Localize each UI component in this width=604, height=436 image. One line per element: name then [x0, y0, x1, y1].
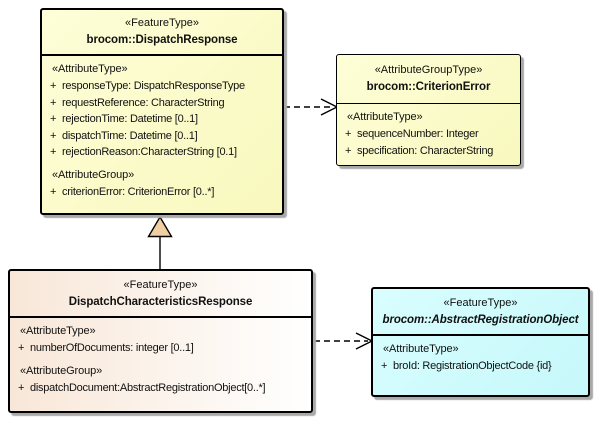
class-criterion-error[interactable]: «AttributeGroupType» brocom::CriterionEr… — [336, 54, 521, 166]
attribute-text: specification: CharacterString — [357, 144, 494, 157]
visibility-marker: + — [18, 342, 25, 354]
visibility-marker: + — [50, 96, 57, 109]
attribute-row[interactable]: + dispatchTime: Datetime [0..1] — [46, 128, 278, 145]
attribute-row[interactable]: + responseType: DispatchResponseType — [46, 78, 278, 95]
class-header: «AttributeGroupType» brocom::CriterionEr… — [337, 55, 520, 104]
compartment-stereotype: «AttributeType» — [52, 63, 128, 75]
attribute-text: broId: RegistrationObjectCode {id} — [393, 360, 552, 372]
attributes-compartment: «AttributeType» + broId: RegistrationObj… — [373, 336, 588, 379]
attribute-text: dispatchDocument:AbstractRegistrationObj… — [30, 381, 266, 394]
attribute-text: rejectionReason:CharacterString [0.1] — [62, 146, 237, 158]
generalization-dispatchcharacteristics-dispatchresponse[interactable] — [147, 215, 173, 269]
attribute-text: numberOfDocuments: integer [0..1] — [30, 342, 194, 354]
attribute-text: rejectionTime: Datetime [0..1] — [62, 113, 198, 125]
visibility-marker: + — [50, 185, 57, 198]
compartment-stereotype: «AttributeGroup» — [20, 364, 103, 377]
attribute-text: criterionError: CriterionError [0..*] — [62, 185, 215, 198]
attribute-row[interactable]: + criterionError: CriterionError [0..*] — [46, 184, 278, 201]
class-header: «FeatureType» DispatchCharacteristicsRes… — [10, 271, 311, 318]
class-name: DispatchCharacteristicsResponse — [68, 295, 253, 308]
attribute-row[interactable]: + broId: RegistrationObjectCode {id} — [377, 358, 584, 375]
visibility-marker: + — [50, 146, 57, 158]
class-abstract-registration-object[interactable]: «FeatureType» brocom::AbstractRegistrati… — [371, 287, 590, 397]
attribute-text: sequenceNumber: Integer — [357, 128, 479, 140]
visibility-marker: + — [345, 128, 352, 140]
attribute-row[interactable]: + rejectionTime: Datetime [0..1] — [46, 111, 278, 128]
stereotype-label: «FeatureType» — [125, 17, 199, 29]
attribute-text: dispatchTime: Datetime [0..1] — [62, 129, 198, 142]
compartment-stereotype: «AttributeGroup» — [52, 168, 135, 181]
attribute-row[interactable]: + dispatchDocument:AbstractRegistrationO… — [14, 380, 307, 397]
compartment-stereotype: «AttributeType» — [347, 111, 423, 123]
class-dispatch-characteristics-response[interactable]: «FeatureType» DispatchCharacteristicsRes… — [8, 269, 313, 413]
attributes-compartment: «AttributeType» + sequenceNumber: Intege… — [337, 104, 520, 163]
attribute-row[interactable]: + numberOfDocuments: integer [0..1] — [14, 340, 307, 357]
attribute-row[interactable]: + specification: CharacterString — [341, 143, 516, 160]
compartment-stereotype: «AttributeType» — [20, 325, 96, 337]
attribute-text: requestReference: CharacterString — [62, 96, 225, 109]
visibility-marker: + — [345, 144, 352, 157]
visibility-marker: + — [381, 360, 388, 372]
class-name: brocom::DispatchResponse — [86, 34, 238, 46]
attributes-compartment: «AttributeType» + numberOfDocuments: int… — [10, 318, 311, 400]
stereotype-label: «AttributeGroupType» — [374, 64, 483, 76]
dependency-dispatchresponse-criterionerror[interactable] — [284, 98, 339, 116]
generalization-triangle-icon — [147, 215, 173, 238]
dependency-dispatchcharacteristics-abstractregistrationobject[interactable] — [314, 332, 374, 350]
attribute-row[interactable]: + requestReference: CharacterString — [46, 95, 278, 112]
visibility-marker: + — [18, 381, 25, 394]
attribute-row[interactable]: + sequenceNumber: Integer — [341, 126, 516, 143]
visibility-marker: + — [50, 80, 57, 92]
compartment-stereotype: «AttributeType» — [383, 343, 459, 355]
attribute-text: responseType: DispatchResponseType — [62, 80, 245, 92]
attribute-row[interactable]: + rejectionReason:CharacterString [0.1] — [46, 144, 278, 161]
class-header: «FeatureType» brocom::AbstractRegistrati… — [373, 289, 588, 336]
attributes-compartment: «AttributeType» + responseType: Dispatch… — [42, 56, 282, 204]
stereotype-label: «FeatureType» — [123, 278, 198, 291]
visibility-marker: + — [50, 113, 57, 125]
class-dispatch-response[interactable]: «FeatureType» brocom::DispatchResponse «… — [40, 8, 284, 215]
class-name: brocom::CriterionError — [366, 81, 491, 93]
class-header: «FeatureType» brocom::DispatchResponse — [42, 10, 282, 56]
class-name: brocom::AbstractRegistrationObject — [382, 313, 579, 326]
stereotype-label: «FeatureType» — [443, 296, 518, 309]
visibility-marker: + — [50, 129, 57, 142]
